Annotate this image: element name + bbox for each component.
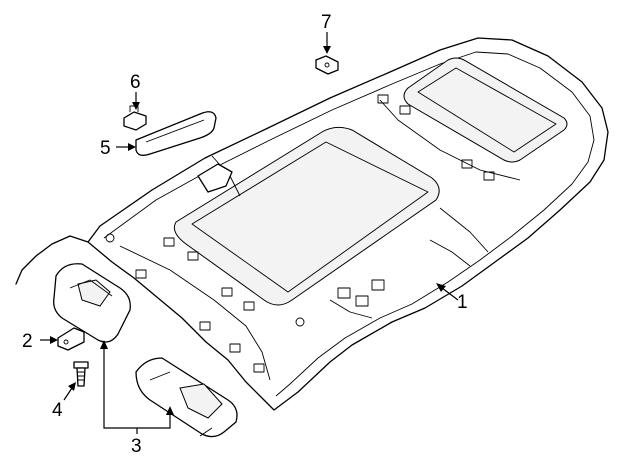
leader-3 xyxy=(100,340,174,434)
leader-4 xyxy=(63,382,76,401)
sun-visor-lower[interactable] xyxy=(135,357,238,438)
sun-visor-upper[interactable] xyxy=(53,263,131,343)
callout-5: 5 xyxy=(100,138,111,159)
leader-7 xyxy=(323,32,331,54)
leader-6 xyxy=(132,92,140,110)
callout-4: 4 xyxy=(52,400,63,421)
callout-3: 3 xyxy=(131,436,142,457)
retainer-clip[interactable] xyxy=(315,55,339,75)
callout-6: 6 xyxy=(130,72,141,93)
headliner-panel[interactable] xyxy=(15,37,609,411)
callout-2: 2 xyxy=(22,331,33,352)
grab-handle[interactable] xyxy=(135,111,217,156)
callout-7: 7 xyxy=(321,12,332,33)
leader-5 xyxy=(116,143,136,151)
leader-2 xyxy=(40,336,58,344)
callout-1: 1 xyxy=(457,292,468,313)
screw[interactable] xyxy=(73,361,89,387)
sun-visor-clip[interactable] xyxy=(57,327,85,351)
handle-clip[interactable] xyxy=(123,105,147,131)
leader-1 xyxy=(436,283,459,301)
